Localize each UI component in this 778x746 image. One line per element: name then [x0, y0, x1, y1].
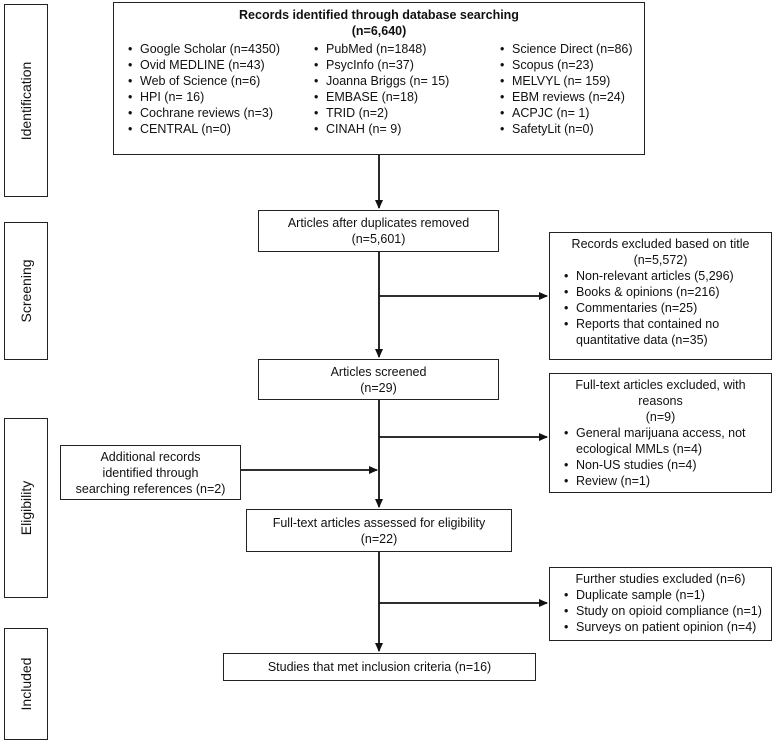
additional-records-line: Additional records — [100, 450, 201, 464]
exclusion-reason: Reports that contained no — [564, 316, 767, 332]
source-item: HPI (n= 16) — [128, 89, 306, 105]
fulltext-exclusion-heading-cont: reasons — [638, 394, 683, 408]
source-item: Science Direct (n=86) — [500, 41, 650, 57]
included-studies-label: Studies that met inclusion criteria (n=1… — [267, 660, 492, 674]
fulltext-exclusion-count: (n=9) — [645, 410, 676, 424]
title-exclusion-reasons: Non-relevant articles (5,296) Books & op… — [554, 268, 767, 332]
exclusion-reason: Commentaries (n=25) — [564, 300, 767, 316]
further-exclusion-reasons: Duplicate sample (n=1) Study on opioid c… — [554, 587, 767, 635]
duplicates-removed-label: Articles after duplicates removed — [287, 216, 470, 230]
exclusion-reason-continuation: ecological MMLs (n=4) — [576, 442, 703, 456]
source-item: Web of Science (n=6) — [128, 73, 306, 89]
fulltext-exclusion-box: Full-text articles excluded, with reason… — [549, 373, 772, 493]
exclusion-reason: Books & opinions (n=216) — [564, 284, 767, 300]
exclusion-reason: Non-relevant articles (5,296) — [564, 268, 767, 284]
records-identified-box: Records identified through database sear… — [113, 2, 645, 155]
exclusion-reason: Duplicate sample (n=1) — [564, 587, 767, 603]
exclusion-reason: Surveys on patient opinion (n=4) — [564, 619, 767, 635]
articles-screened-label: Articles screened — [330, 365, 427, 379]
included-studies-box: Studies that met inclusion criteria (n=1… — [223, 653, 536, 681]
source-item: MELVYL (n= 159) — [500, 73, 650, 89]
additional-records-count: searching references (n=2) — [75, 482, 226, 496]
fulltext-exclusion-heading: Full-text articles excluded, with — [575, 378, 746, 392]
source-item: Google Scholar (n=4350) — [128, 41, 306, 57]
records-identified-count: (n=6,640) — [351, 24, 407, 38]
duplicates-removed-box: Articles after duplicates removed (n=5,6… — [258, 210, 499, 252]
source-item: PubMed (n=1848) — [314, 41, 492, 57]
further-exclusion-box: Further studies excluded (n=6) Duplicate… — [549, 567, 772, 641]
title-exclusion-heading: Records excluded based on title — [571, 237, 750, 251]
source-item: Ovid MEDLINE (n=43) — [128, 57, 306, 73]
source-item: EMBASE (n=18) — [314, 89, 492, 105]
source-item: EBM reviews (n=24) — [500, 89, 650, 105]
database-source-list: Google Scholar (n=4350) PubMed (n=1848) … — [114, 41, 644, 137]
exclusion-reason: Review (n=1) — [564, 473, 767, 489]
source-item: Cochrane reviews (n=3) — [128, 105, 306, 121]
articles-screened-count: (n=29) — [360, 381, 397, 395]
exclusion-reason: Non-US studies (n=4) — [564, 457, 767, 473]
articles-screened-box: Articles screened (n=29) — [258, 359, 499, 400]
fulltext-assessed-count: (n=22) — [360, 532, 398, 546]
source-item: CENTRAL (n=0) — [128, 121, 306, 137]
stage-included: Included — [4, 628, 48, 740]
duplicates-removed-count: (n=5,601) — [351, 232, 406, 246]
source-item: TRID (n=2) — [314, 105, 492, 121]
source-item: ACPJC (n= 1) — [500, 105, 650, 121]
fulltext-exclusion-reasons: General marijuana access, not — [554, 425, 767, 441]
fulltext-assessed-label: Full-text articles assessed for eligibil… — [272, 516, 486, 530]
source-item: SafetyLit (n=0) — [500, 121, 650, 137]
stage-eligibility: Eligibility — [4, 418, 48, 598]
exclusion-reason: Study on opioid compliance (n=1) — [564, 603, 767, 619]
exclusion-reason-continuation: quantitative data (n=35) — [576, 333, 708, 347]
exclusion-reason: General marijuana access, not — [564, 425, 767, 441]
stage-screening: Screening — [4, 222, 48, 360]
fulltext-exclusion-reasons-more: Non-US studies (n=4) Review (n=1) — [554, 457, 767, 489]
source-item: Scopus (n=23) — [500, 57, 650, 73]
fulltext-assessed-box: Full-text articles assessed for eligibil… — [246, 509, 512, 552]
source-item: CINAH (n= 9) — [314, 121, 492, 137]
title-exclusion-count: (n=5,572) — [633, 253, 688, 267]
source-item: PsycInfo (n=37) — [314, 57, 492, 73]
title-exclusion-box: Records excluded based on title (n=5,572… — [549, 232, 772, 360]
records-identified-title: Records identified through database sear… — [239, 8, 519, 22]
source-item: Joanna Briggs (n= 15) — [314, 73, 492, 89]
additional-records-line: identified through — [102, 466, 199, 480]
additional-records-box: Additional records identified through se… — [60, 445, 241, 500]
further-exclusion-heading: Further studies excluded (n=6) — [575, 572, 746, 586]
stage-identification: Identification — [4, 4, 48, 197]
